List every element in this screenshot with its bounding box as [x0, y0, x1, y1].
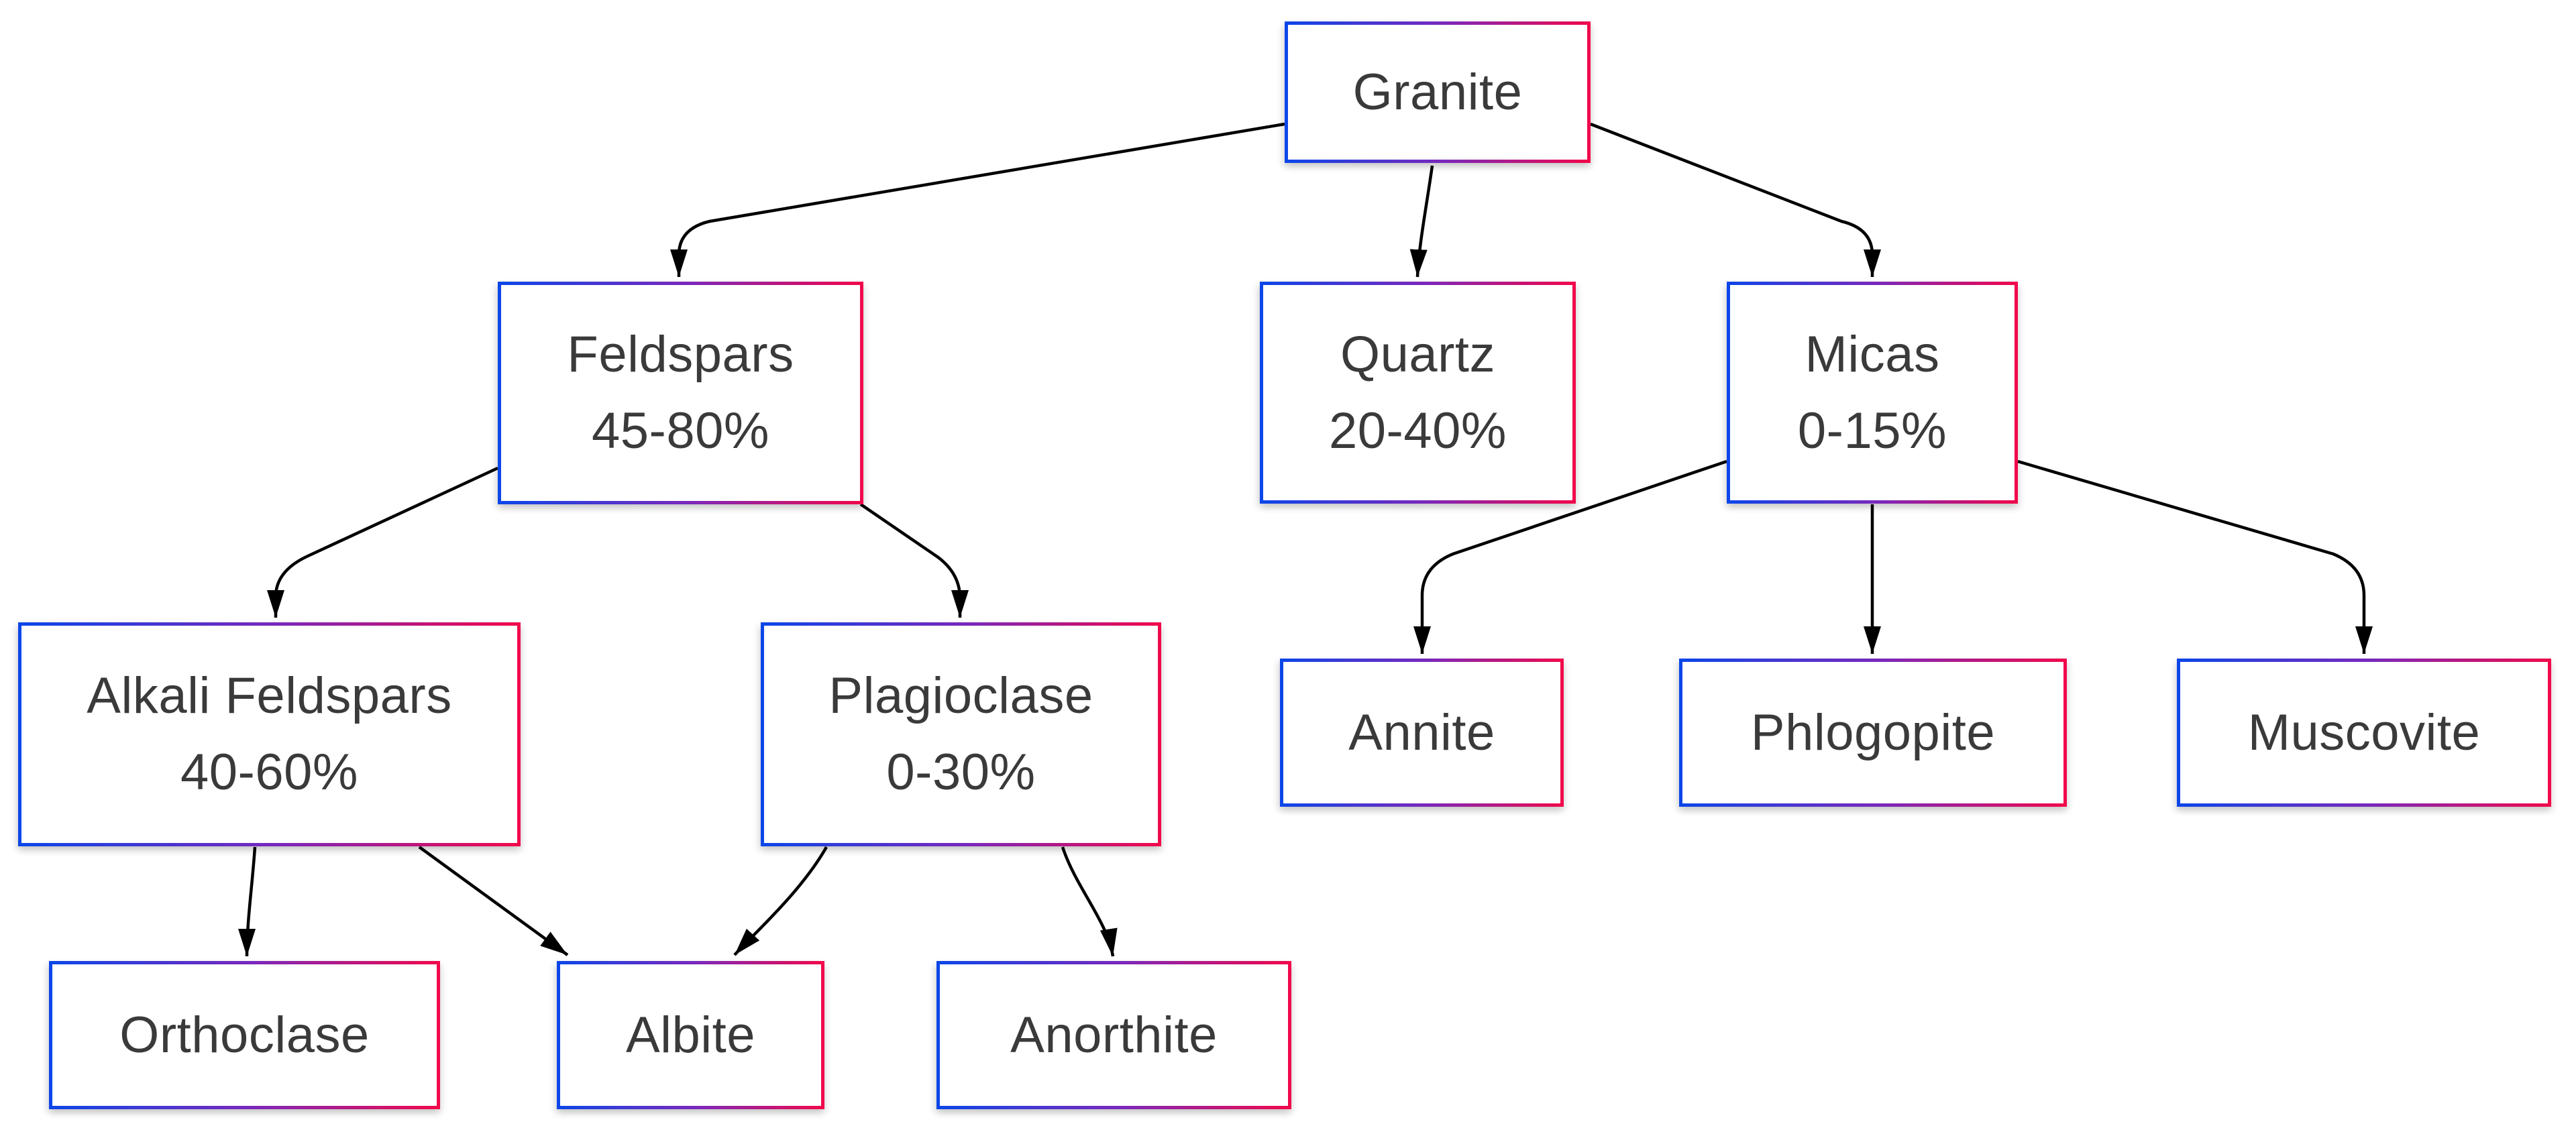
node-feldspars: Feldspars 45-80% — [498, 282, 863, 504]
node-label: Micas — [1805, 325, 1940, 383]
node-label: Phlogopite — [1750, 703, 1996, 761]
edge-feldspars-plagioclase — [859, 503, 969, 618]
node-plagioclase: Plagioclase 0-30% — [761, 622, 1161, 846]
edge-feldspars-alkali — [267, 466, 498, 618]
node-orthoclase: Orthoclase — [49, 961, 440, 1109]
node-sublabel: 40-60% — [180, 744, 358, 801]
edge-plagioclase-albite — [733, 846, 828, 956]
edge-micas-annite — [1413, 459, 1727, 654]
node-phlogopite: Phlogopite — [1679, 659, 2067, 807]
node-anorthite: Anorthite — [936, 961, 1291, 1109]
edge-alkali-orthoclase — [238, 846, 257, 957]
node-sublabel: 45-80% — [592, 402, 769, 459]
node-sublabel: 0-15% — [1797, 402, 1947, 459]
edge-micas-muscovite — [2017, 459, 2373, 654]
edge-plagioclase-anorthite — [1061, 846, 1118, 957]
node-label: Alkali Feldspars — [87, 667, 452, 724]
node-annite: Annite — [1280, 659, 1564, 807]
node-label: Plagioclase — [828, 667, 1093, 724]
edge-alkali-albite — [418, 846, 569, 956]
node-albite: Albite — [557, 961, 824, 1109]
node-sublabel: 0-30% — [886, 744, 1036, 801]
node-label: Quartz — [1340, 325, 1496, 383]
node-label: Granite — [1352, 63, 1523, 121]
node-label: Feldspars — [567, 326, 794, 383]
node-quartz: Quartz 20-40% — [1260, 282, 1576, 504]
node-label: Albite — [625, 1006, 756, 1064]
node-alkali: Alkali Feldspars 40-60% — [18, 622, 521, 846]
node-micas: Micas 0-15% — [1727, 282, 2018, 504]
edge-granite-quartz — [1409, 165, 1434, 278]
node-label: Muscovite — [2247, 703, 2481, 761]
node-label: Annite — [1348, 703, 1495, 761]
edge-granite-micas — [1590, 122, 1881, 277]
node-label: Orthoclase — [119, 1006, 370, 1064]
edge-granite-feldspars — [670, 122, 1285, 277]
node-label: Anorthite — [1010, 1006, 1218, 1064]
node-granite: Granite — [1285, 21, 1591, 163]
node-sublabel: 20-40% — [1329, 402, 1507, 459]
node-muscovite: Muscovite — [2177, 659, 2551, 807]
